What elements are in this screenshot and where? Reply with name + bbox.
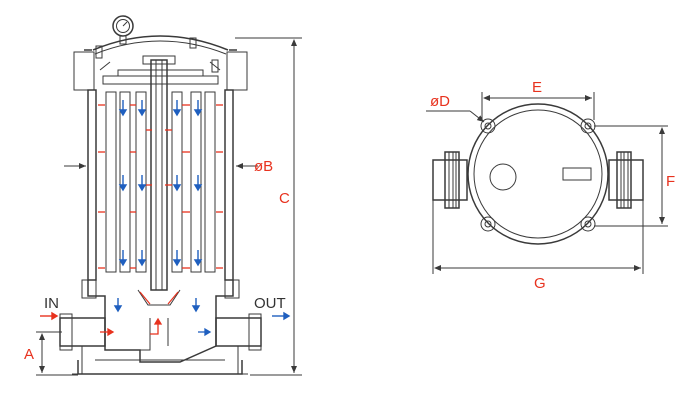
flow-arrows-blue (113, 100, 203, 313)
flow-arrows-red (98, 104, 223, 269)
housing-body (87, 69, 234, 281)
label-in: IN (44, 295, 59, 312)
dimension-a (36, 331, 78, 376)
label-dim-d: øD (430, 93, 450, 110)
dimension-d (426, 110, 485, 123)
label-dim-c: C (279, 190, 290, 207)
label-dim-a: A (24, 346, 34, 363)
left-pipe-top (432, 151, 468, 209)
filter-cartridges (105, 55, 216, 291)
dimension-f (594, 125, 668, 227)
dimension-g (432, 200, 644, 274)
label-dim-e: E (532, 79, 542, 96)
label-dim-f: F (666, 173, 675, 190)
right-pipe-top (608, 151, 644, 209)
bolt-lugs (480, 118, 596, 232)
top-view: E øD F G (426, 79, 675, 292)
housing-lid (73, 35, 248, 91)
side-section-view: IN OUT øB C A (24, 15, 302, 376)
inlet-arrow (40, 311, 59, 321)
label-dim-g: G (534, 275, 546, 292)
label-out: OUT (254, 295, 286, 312)
outlet-arrow (272, 311, 291, 321)
label-dim-b: øB (254, 158, 273, 175)
housing-base (59, 279, 262, 375)
dimension-c (235, 37, 302, 376)
